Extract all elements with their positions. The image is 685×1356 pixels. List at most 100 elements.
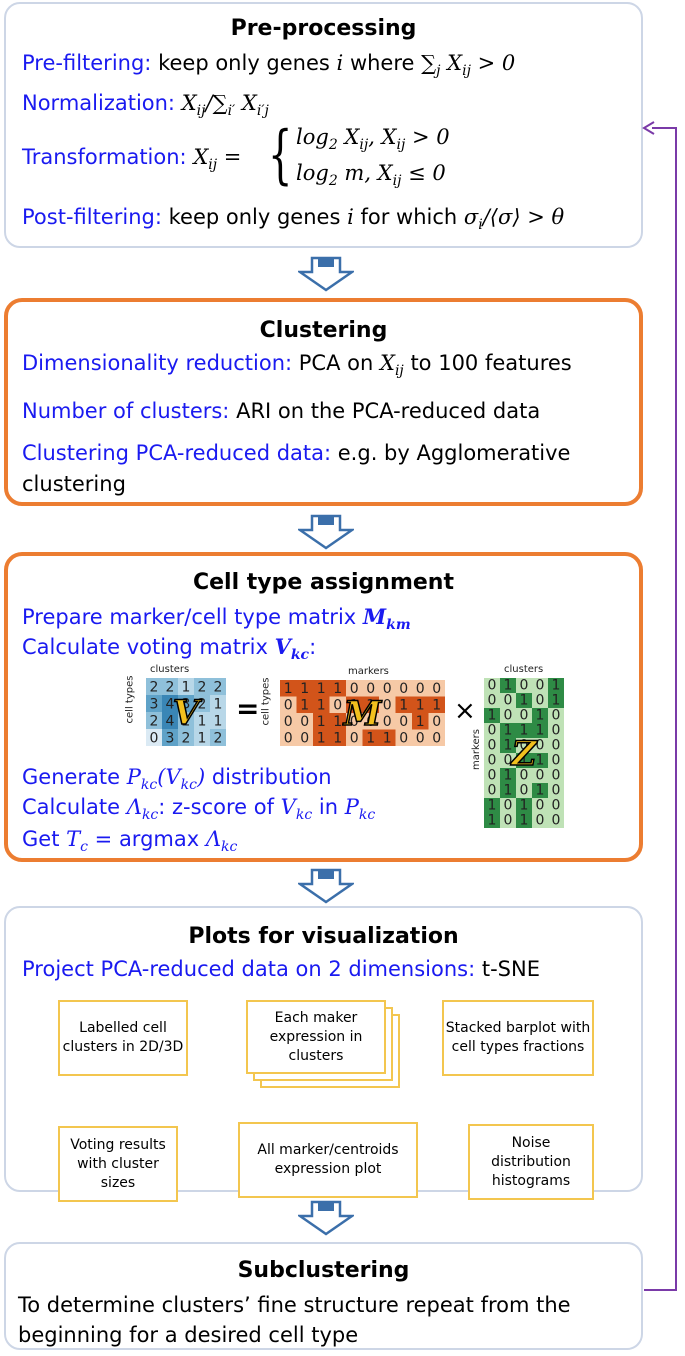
matrix-m-value: 1 xyxy=(317,714,326,730)
dimred-line: Dimensionality reduction: PCA on Xij to … xyxy=(22,350,572,384)
project-method: t-SNE xyxy=(481,957,540,981)
matrix-z-cell xyxy=(500,813,516,828)
matrix-z-value: 0 xyxy=(536,813,545,828)
matrix-z-cell xyxy=(532,708,548,723)
matrix-z-cell xyxy=(516,723,532,738)
calculate-p: Pkc xyxy=(344,795,376,823)
matrix-v-value: 1 xyxy=(214,713,223,729)
matrix-z-cell xyxy=(500,723,516,738)
prefilter-label: Pre-filtering: xyxy=(22,51,152,75)
matrix-v-cell xyxy=(162,729,178,746)
clustering-title: Clustering xyxy=(259,318,388,343)
matrix-z-value: 1 xyxy=(504,768,513,784)
matrix-m-value: 0 xyxy=(366,714,375,730)
method-line: Clustering PCA-reduced data: e.g. by Agg… xyxy=(22,438,622,500)
matrix-v-cell xyxy=(146,729,162,746)
matrix-m-cell xyxy=(329,713,346,730)
transformation-case2-cond: ≤ 0 xyxy=(408,161,446,185)
matrix-z-cell xyxy=(500,798,516,813)
matrix-v-cell xyxy=(178,695,194,712)
calculate-text: Calculate xyxy=(22,795,121,819)
matrix-m-cell xyxy=(395,680,412,697)
marker-matrix-line: Prepare marker/cell type matrix Mkm xyxy=(22,604,411,638)
matrix-z-cell xyxy=(548,723,564,738)
transformation-lhs: Xij = xyxy=(193,145,242,173)
get-lambda: Λkc xyxy=(205,827,238,855)
matrix-m-value: 1 xyxy=(317,730,326,746)
matrix-m-cell xyxy=(412,713,429,730)
voting-matrix-text: Calculate voting matrix xyxy=(22,635,268,659)
matrix-z-value: 1 xyxy=(520,798,529,814)
matrix-z-value: 0 xyxy=(536,738,545,754)
transformation-case1-sep: , X xyxy=(368,125,397,149)
normalization-formula: Xij/∑i′ Xi′j xyxy=(181,91,269,119)
prefilter-where: where xyxy=(349,51,415,75)
matrix-z-value: 0 xyxy=(552,738,561,754)
project-label: Project PCA-reduced data on 2 dimensions… xyxy=(22,957,476,981)
matrix-m-cell xyxy=(280,696,297,713)
matrix-z-value: 0 xyxy=(552,768,561,784)
prefilter-formula: ∑j Xij xyxy=(421,51,471,79)
matrix-v-value: 1 xyxy=(182,679,191,695)
matrix-m-value: 1 xyxy=(383,730,392,746)
matrix-v-value: 2 xyxy=(166,679,175,695)
matrix-z-value: 0 xyxy=(520,783,529,799)
celltype-box: Cell type assignment Prepare marker/cell… xyxy=(4,552,643,862)
matrix-v-letter: V xyxy=(173,693,203,733)
matrix-z-cell xyxy=(500,738,516,753)
matrix-v-value: 3 xyxy=(182,696,191,712)
matrix-m-value: 0 xyxy=(399,681,408,697)
preprocessing-title: Pre-processing xyxy=(230,16,417,41)
matrix-m-cell xyxy=(379,729,396,746)
matrix-z-cell xyxy=(548,798,564,813)
clustering-box: Clustering Dimensionality reduction: PCA… xyxy=(4,298,643,506)
matrix-m-cell xyxy=(346,696,363,713)
plot-item: Voting results with cluster sizes xyxy=(58,1126,178,1202)
matrix-z-value: 1 xyxy=(520,693,529,709)
matrix-m-cell xyxy=(296,729,313,746)
matrix-z-value: 1 xyxy=(504,738,513,754)
matrix-v-value: 1 xyxy=(198,713,207,729)
matrix-m-cell xyxy=(346,713,363,730)
nclusters-line: Number of clusters: ARI on the PCA-reduc… xyxy=(22,398,540,424)
matrix-z-cell xyxy=(532,783,548,798)
transformation-label: Transformation: xyxy=(22,145,187,169)
matrix-m-value: 0 xyxy=(432,730,441,746)
matrix-v-value: 2 xyxy=(150,713,159,729)
matrix-z-value: 1 xyxy=(504,723,513,739)
matrix-v-cell xyxy=(194,678,210,695)
matrix-v-value: 1 xyxy=(214,696,223,712)
matrix-m-cell xyxy=(313,713,330,730)
matrix-v-value: 0 xyxy=(150,730,159,746)
matrix-m-value: 0 xyxy=(350,730,359,746)
get-text: Get xyxy=(22,827,60,851)
matrix-m-value: 1 xyxy=(366,730,375,746)
matrix-v-cell xyxy=(162,695,178,712)
matrix-z-cell xyxy=(516,738,532,753)
project-line: Project PCA-reduced data on 2 dimensions… xyxy=(22,956,540,982)
matrix-z-letter: Z xyxy=(510,734,538,774)
down-arrow-icon xyxy=(298,514,354,550)
matrix-z-cell xyxy=(548,693,564,708)
matrix-z-cell xyxy=(484,738,500,753)
plots-box: Plots for visualization Project PCA-redu… xyxy=(4,906,643,1202)
matrix-m-cell xyxy=(296,696,313,713)
matrix-z-cell xyxy=(500,783,516,798)
matrix-z-cell xyxy=(500,753,516,768)
matrix-z-value: 1 xyxy=(488,708,497,724)
matrix-z-cell xyxy=(548,738,564,753)
matrix-z-cell xyxy=(516,708,532,723)
matrix-z-cell xyxy=(484,708,500,723)
postfilter-line: Post-filtering: keep only genes i for wh… xyxy=(22,204,564,238)
matrix-v-cell xyxy=(178,729,194,746)
voting-matrix-symbol: Vkc xyxy=(274,634,310,663)
matrix-z-cell xyxy=(516,813,532,828)
matrix-z-cell xyxy=(548,768,564,783)
matrix-v-side-label: cell types xyxy=(124,675,136,724)
matrix-z-value: 1 xyxy=(536,753,545,769)
matrix-z-cell xyxy=(516,693,532,708)
dimred-text-a: PCA on xyxy=(298,351,374,375)
